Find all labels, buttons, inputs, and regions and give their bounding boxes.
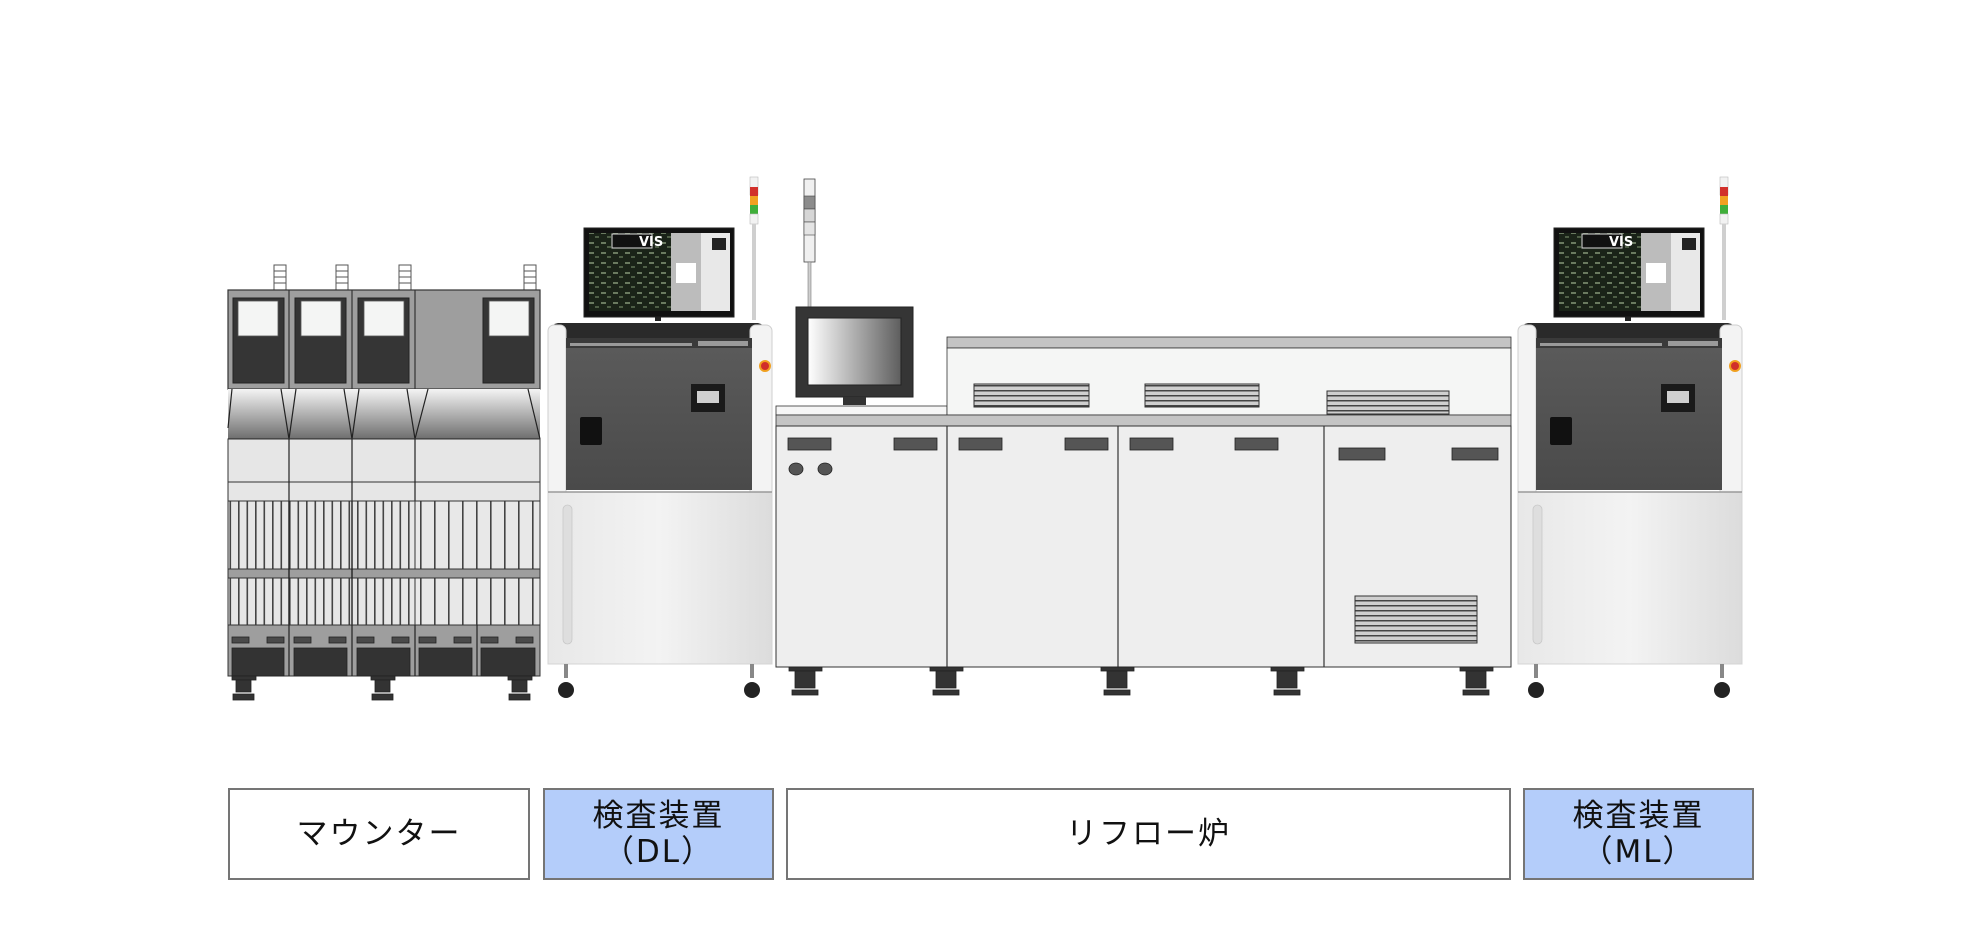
inspection-machine-ml: VIS [1517, 176, 1743, 698]
label-inspection-dl: 検査装置 （DL） [543, 788, 774, 880]
monitor-screen-text: VIS [1609, 235, 1633, 250]
label-mounter: マウンター [228, 788, 530, 880]
label-inspection-ml: 検査装置 （ML） [1523, 788, 1754, 880]
reflow-oven-machine [775, 178, 1512, 696]
inspection-machine-dl: VIS [547, 176, 773, 698]
label-mounter-text: マウンター [296, 816, 462, 852]
label-inspection-dl-line2: （DL） [602, 834, 715, 870]
label-reflow-oven: リフロー炉 [786, 788, 1511, 880]
label-inspection-ml-line1: 検査装置 [1572, 798, 1705, 834]
label-inspection-ml-line2: （ML） [1581, 834, 1696, 870]
monitor-screen-text: VIS [639, 235, 663, 250]
label-reflow-oven-text: リフロー炉 [1066, 816, 1231, 852]
label-inspection-dl-line1: 検査装置 [592, 798, 725, 834]
mounter-machine [227, 264, 541, 701]
